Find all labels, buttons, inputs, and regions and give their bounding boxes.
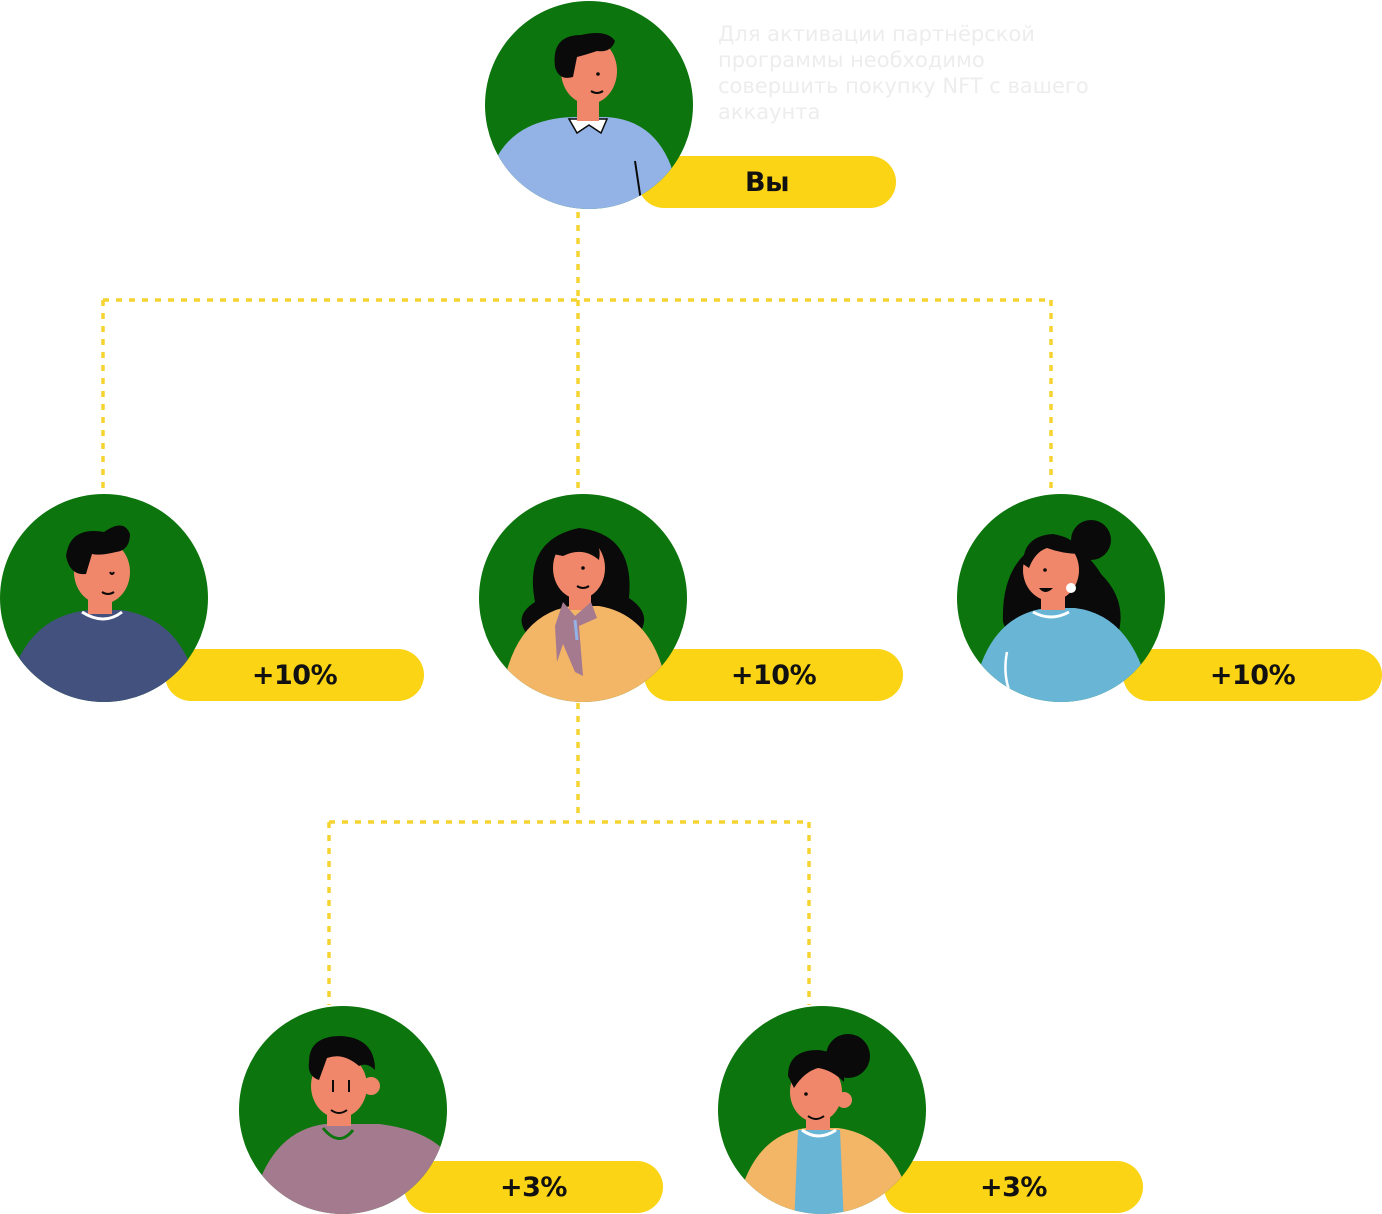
pill-you: Вы xyxy=(638,156,896,208)
pill-label: Вы xyxy=(745,166,790,198)
pill-l1-left: +10% xyxy=(165,649,424,701)
pill-label: +10% xyxy=(251,659,338,691)
pill-label: +10% xyxy=(730,659,817,691)
pill-l1-right: +10% xyxy=(1123,649,1382,701)
avatar-woman-scarf xyxy=(479,494,687,702)
activation-note: Для активации партнёрской программы необ… xyxy=(718,22,1089,124)
avatar-man-mauve-sweater xyxy=(239,1006,447,1214)
pill-l2-left: +3% xyxy=(404,1161,663,1213)
avatar-woman-bun-cardigan xyxy=(718,1006,926,1214)
pill-label: +10% xyxy=(1209,659,1296,691)
pill-l1-center: +10% xyxy=(644,649,903,701)
pill-label: +3% xyxy=(500,1171,567,1203)
avatar-man-blue-shirt xyxy=(485,1,693,209)
pill-l2-right: +3% xyxy=(884,1161,1143,1213)
avatar-woman-bun-blue xyxy=(957,494,1165,702)
pill-label: +3% xyxy=(980,1171,1047,1203)
avatar-man-navy-sweater xyxy=(0,494,208,702)
